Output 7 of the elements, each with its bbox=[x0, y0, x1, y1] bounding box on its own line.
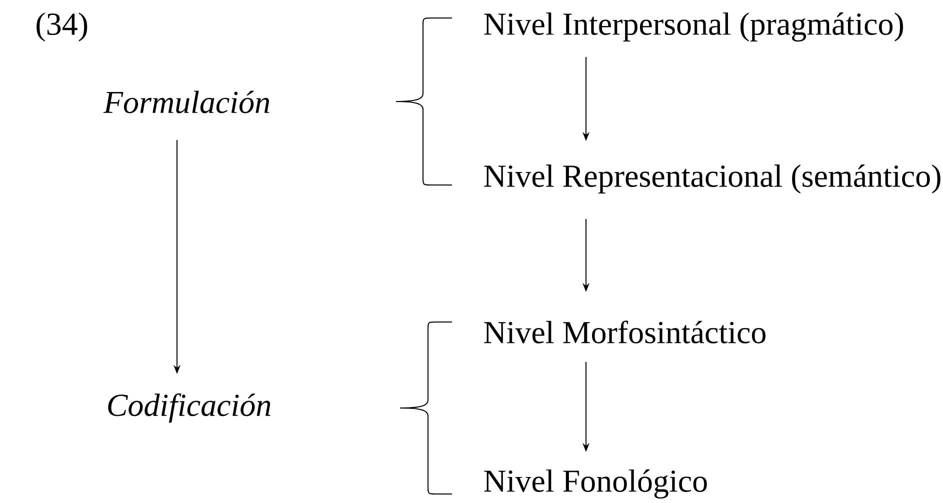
level-label: Nivel Interpersonal (pragmático) bbox=[484, 12, 903, 42]
level-label: Nivel Representacional (semántico) bbox=[484, 164, 940, 194]
stage-label: Codificación bbox=[108, 393, 270, 423]
example-number: (34) bbox=[36, 12, 88, 42]
level-label: Nivel Morfosintáctico bbox=[484, 320, 766, 344]
level-label: Nivel Fonológico bbox=[484, 469, 707, 499]
stage-label: Formulación bbox=[103, 90, 270, 114]
